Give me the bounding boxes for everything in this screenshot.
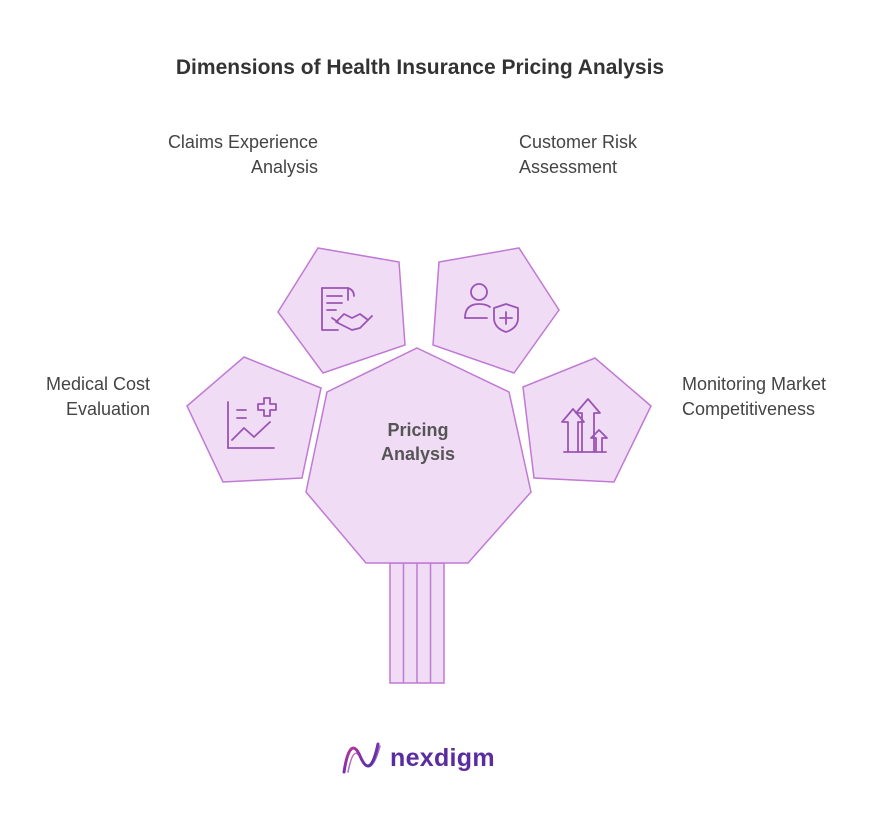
brand-name: nexdigm	[390, 743, 495, 772]
stem	[389, 562, 445, 684]
petal-customer	[432, 247, 560, 374]
label-claims-experience-analysis: Claims Experience Analysis	[167, 132, 318, 177]
petal-claims	[277, 247, 406, 374]
label-monitoring-market-competitiveness: Monitoring Market Competitiveness	[682, 374, 827, 419]
medical-chart-icon	[227, 397, 277, 449]
user-shield-icon	[464, 283, 519, 333]
diagram-title: Dimensions of Health Insurance Pricing A…	[175, 56, 665, 79]
arrows-up-icon	[561, 398, 608, 453]
center-label-line2: Analysis	[381, 444, 455, 464]
center-label-line1: Pricing	[387, 420, 448, 440]
petal-medical	[186, 356, 322, 483]
center-heptagon	[305, 347, 532, 564]
label-medical-cost-evaluation: Medical Cost Evaluation	[45, 374, 150, 419]
petal-monitoring	[522, 357, 652, 483]
contract-handshake-icon	[321, 287, 373, 331]
brand-logo: nexdigm	[340, 738, 495, 778]
brand-logo-icon	[342, 742, 381, 774]
label-customer-risk-assessment: Customer Risk Assessment	[519, 132, 638, 177]
